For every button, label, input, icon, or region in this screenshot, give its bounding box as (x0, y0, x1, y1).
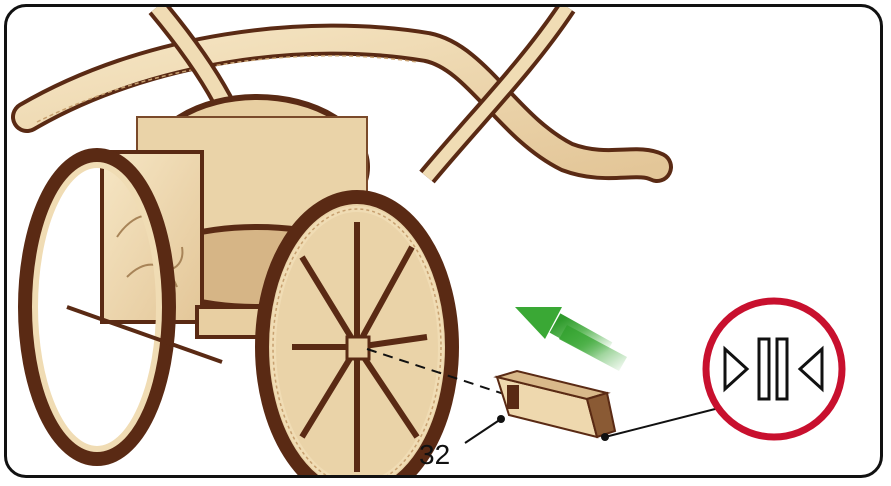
instruction-frame: 32 (4, 4, 883, 478)
part-32-piece (497, 371, 615, 437)
assembly-illustration (7, 7, 883, 478)
part-number-label: 32 (419, 439, 450, 471)
press-fit-symbol-icon (706, 301, 842, 437)
insert-direction-arrow-icon (515, 307, 627, 371)
right-wheel (262, 197, 452, 478)
part-number-leader (465, 419, 501, 443)
badge-leader (605, 407, 723, 437)
